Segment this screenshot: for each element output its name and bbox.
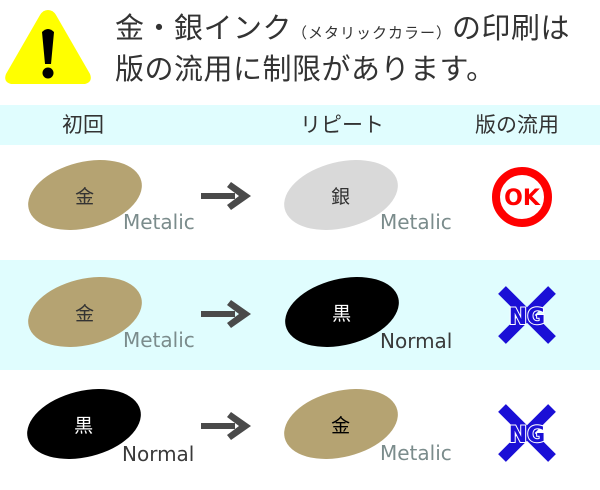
title-line-1: 金・銀インク（メタリックカラー）の印刷は xyxy=(115,10,570,51)
title-parenthetical: （メタリックカラー） xyxy=(292,24,453,42)
ink-type-label: Normal xyxy=(122,442,195,466)
table-row: 金 Metalic 銀 Metalic OK xyxy=(0,145,600,260)
title-text: 金・銀インク xyxy=(115,11,293,45)
column-header-first: 初回 xyxy=(62,113,104,137)
arrow-right-icon xyxy=(201,412,251,440)
title-text: の印刷は xyxy=(452,11,571,45)
ink-type-label: Metalic xyxy=(123,328,195,352)
ink-type-label: Metalic xyxy=(380,441,452,465)
column-header-repeat: リピート xyxy=(300,113,384,137)
column-header-plate-reuse: 版の流用 xyxy=(475,113,559,137)
ink-type-label: Normal xyxy=(380,329,453,353)
ink-kanji: 銀 xyxy=(331,185,351,208)
svg-text:NG: NG xyxy=(509,305,545,330)
table-row: 黒 Normal 金 Metalic NG xyxy=(0,370,600,490)
ink-kanji: 黒 xyxy=(332,302,352,325)
svg-text:NG: NG xyxy=(509,423,545,448)
arrow-right-icon xyxy=(201,300,251,328)
arrow-right-icon xyxy=(201,182,251,210)
ink-kanji: 金 xyxy=(75,302,95,325)
ink-kanji: 黒 xyxy=(74,414,94,437)
ng-badge-icon: NG xyxy=(498,286,556,344)
warning-triangle-icon xyxy=(5,10,91,84)
ink-type-label: Metalic xyxy=(380,210,452,234)
page-title: 金・銀インク（メタリックカラー）の印刷は 版の流用に制限があります。 xyxy=(115,10,570,87)
title-line-2: 版の流用に制限があります。 xyxy=(115,52,496,86)
ok-badge-icon: OK xyxy=(492,167,552,227)
column-header-band xyxy=(0,105,600,145)
table-row: 金 Metalic 黒 Normal NG xyxy=(0,260,600,370)
ink-type-label: Metalic xyxy=(123,210,195,234)
ink-kanji: 金 xyxy=(75,185,95,208)
svg-text:OK: OK xyxy=(504,186,541,211)
ink-kanji: 金 xyxy=(331,414,351,437)
ng-badge-icon: NG xyxy=(498,404,556,462)
